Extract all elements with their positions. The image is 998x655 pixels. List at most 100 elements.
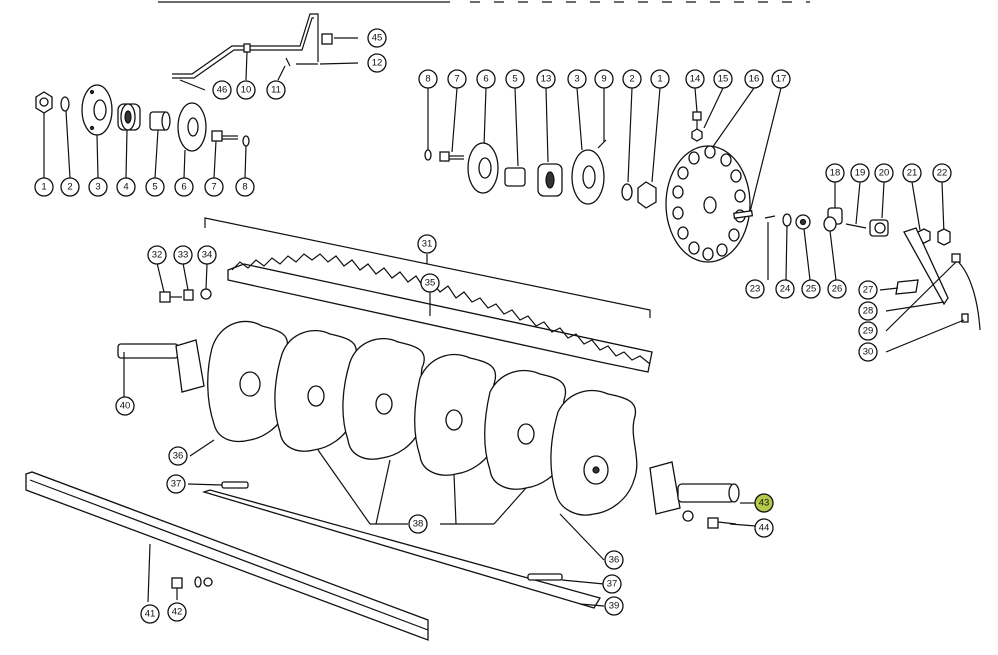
callout-c2[interactable]: 2	[60, 177, 80, 197]
callout-c43[interactable]: 43	[754, 493, 774, 513]
callout-label: 43	[759, 498, 770, 509]
callout-t8[interactable]: 8	[418, 69, 438, 89]
callout-label: 5	[512, 74, 517, 85]
callout-c24[interactable]: 24	[775, 279, 795, 299]
callout-t17[interactable]: 17	[771, 69, 791, 89]
callout-c27[interactable]: 27	[858, 280, 878, 300]
callout-label: 29	[863, 326, 874, 337]
callout-circle	[418, 69, 438, 89]
callout-circle	[447, 69, 467, 89]
callout-label: 28	[863, 306, 874, 317]
callout-label: 22	[937, 168, 948, 179]
callout-c40[interactable]: 40	[115, 396, 135, 416]
callout-c29[interactable]: 29	[858, 321, 878, 341]
callout-label: 24	[780, 284, 791, 295]
callout-c33[interactable]: 33	[173, 245, 193, 265]
callout-c11[interactable]: 11	[266, 80, 286, 100]
callout-circle	[420, 273, 440, 293]
callout-t15[interactable]: 15	[713, 69, 733, 89]
callout-c42[interactable]: 42	[167, 602, 187, 622]
callout-label: 2	[629, 74, 634, 85]
callout-c19[interactable]: 19	[850, 163, 870, 183]
callout-circle	[197, 245, 217, 265]
callout-circle	[147, 245, 167, 265]
callout-c18[interactable]: 18	[825, 163, 845, 183]
callout-circle	[604, 596, 624, 616]
callout-circle	[594, 69, 614, 89]
callout-label: 44	[759, 523, 770, 534]
callout-t5[interactable]: 5	[505, 69, 525, 89]
callout-circle	[858, 342, 878, 362]
callout-c7[interactable]: 7	[204, 177, 224, 197]
callout-label: 31	[422, 239, 433, 250]
callout-t6[interactable]: 6	[476, 69, 496, 89]
callout-c39[interactable]: 39	[604, 596, 624, 616]
callout-t7[interactable]: 7	[447, 69, 467, 89]
flange-plate-part	[81, 84, 113, 136]
callout-c41[interactable]: 41	[140, 604, 160, 624]
left-bearing-assembly	[35, 84, 250, 179]
callout-c12[interactable]: 12	[367, 53, 387, 73]
callout-label: 17	[776, 74, 787, 85]
callout-label: 38	[413, 519, 424, 530]
callout-circle	[115, 396, 135, 416]
callout-c4[interactable]: 4	[116, 177, 136, 197]
callout-circle	[744, 69, 764, 89]
callout-t14[interactable]: 14	[685, 69, 705, 89]
callout-c20[interactable]: 20	[874, 163, 894, 183]
callout-t16[interactable]: 16	[744, 69, 764, 89]
callout-c8[interactable]: 8	[235, 177, 255, 197]
callout-label: 36	[173, 451, 184, 462]
callout-t1[interactable]: 1	[650, 69, 670, 89]
callout-label: 14	[690, 74, 701, 85]
callout-c5[interactable]: 5	[145, 177, 165, 197]
callout-c36a[interactable]: 36	[168, 446, 188, 466]
callout-c28[interactable]: 28	[858, 301, 878, 321]
callout-t9[interactable]: 9	[594, 69, 614, 89]
callout-c26[interactable]: 26	[827, 279, 847, 299]
callout-c37a[interactable]: 37	[166, 474, 186, 494]
callout-label: 13	[541, 74, 552, 85]
callout-c21[interactable]: 21	[902, 163, 922, 183]
callout-c36b[interactable]: 36	[604, 550, 624, 570]
callout-c35[interactable]: 35	[420, 273, 440, 293]
callout-c1[interactable]: 1	[34, 177, 54, 197]
callout-t3[interactable]: 3	[567, 69, 587, 89]
callout-t13[interactable]: 13	[536, 69, 556, 89]
callout-c37b[interactable]: 37	[602, 574, 622, 594]
callout-c32[interactable]: 32	[147, 245, 167, 265]
callout-circle	[145, 177, 165, 197]
callout-c38[interactable]: 38	[408, 514, 428, 534]
callout-c3[interactable]: 3	[88, 177, 108, 197]
callout-c46[interactable]: 46	[212, 80, 232, 100]
callout-label: 27	[863, 285, 874, 296]
callout-label: 2	[67, 182, 72, 193]
callout-circle	[88, 177, 108, 197]
sprocket-disc-part	[665, 145, 751, 263]
callout-label: 33	[178, 250, 189, 261]
callout-c22[interactable]: 22	[932, 163, 952, 183]
callout-label: 15	[718, 74, 729, 85]
callout-c6[interactable]: 6	[174, 177, 194, 197]
bolt-part	[211, 130, 238, 142]
callout-t2[interactable]: 2	[622, 69, 642, 89]
callout-circle	[622, 69, 642, 89]
callout-label: 32	[152, 250, 163, 261]
callout-label: 3	[95, 182, 100, 193]
bearing-part	[117, 103, 141, 131]
callout-c31[interactable]: 31	[417, 234, 437, 254]
callout-circle	[604, 550, 624, 570]
callout-c30[interactable]: 30	[858, 342, 878, 362]
callout-label: 26	[832, 284, 843, 295]
callout-c23[interactable]: 23	[745, 279, 765, 299]
callout-c25[interactable]: 25	[801, 279, 821, 299]
callout-circle	[825, 163, 845, 183]
callout-c34[interactable]: 34	[197, 245, 217, 265]
callout-label: 6	[483, 74, 488, 85]
callout-label: 7	[454, 74, 459, 85]
callout-c45[interactable]: 45	[367, 28, 387, 48]
callout-c44[interactable]: 44	[754, 518, 774, 538]
callout-c10[interactable]: 10	[236, 80, 256, 100]
callout-label: 5	[152, 182, 157, 193]
